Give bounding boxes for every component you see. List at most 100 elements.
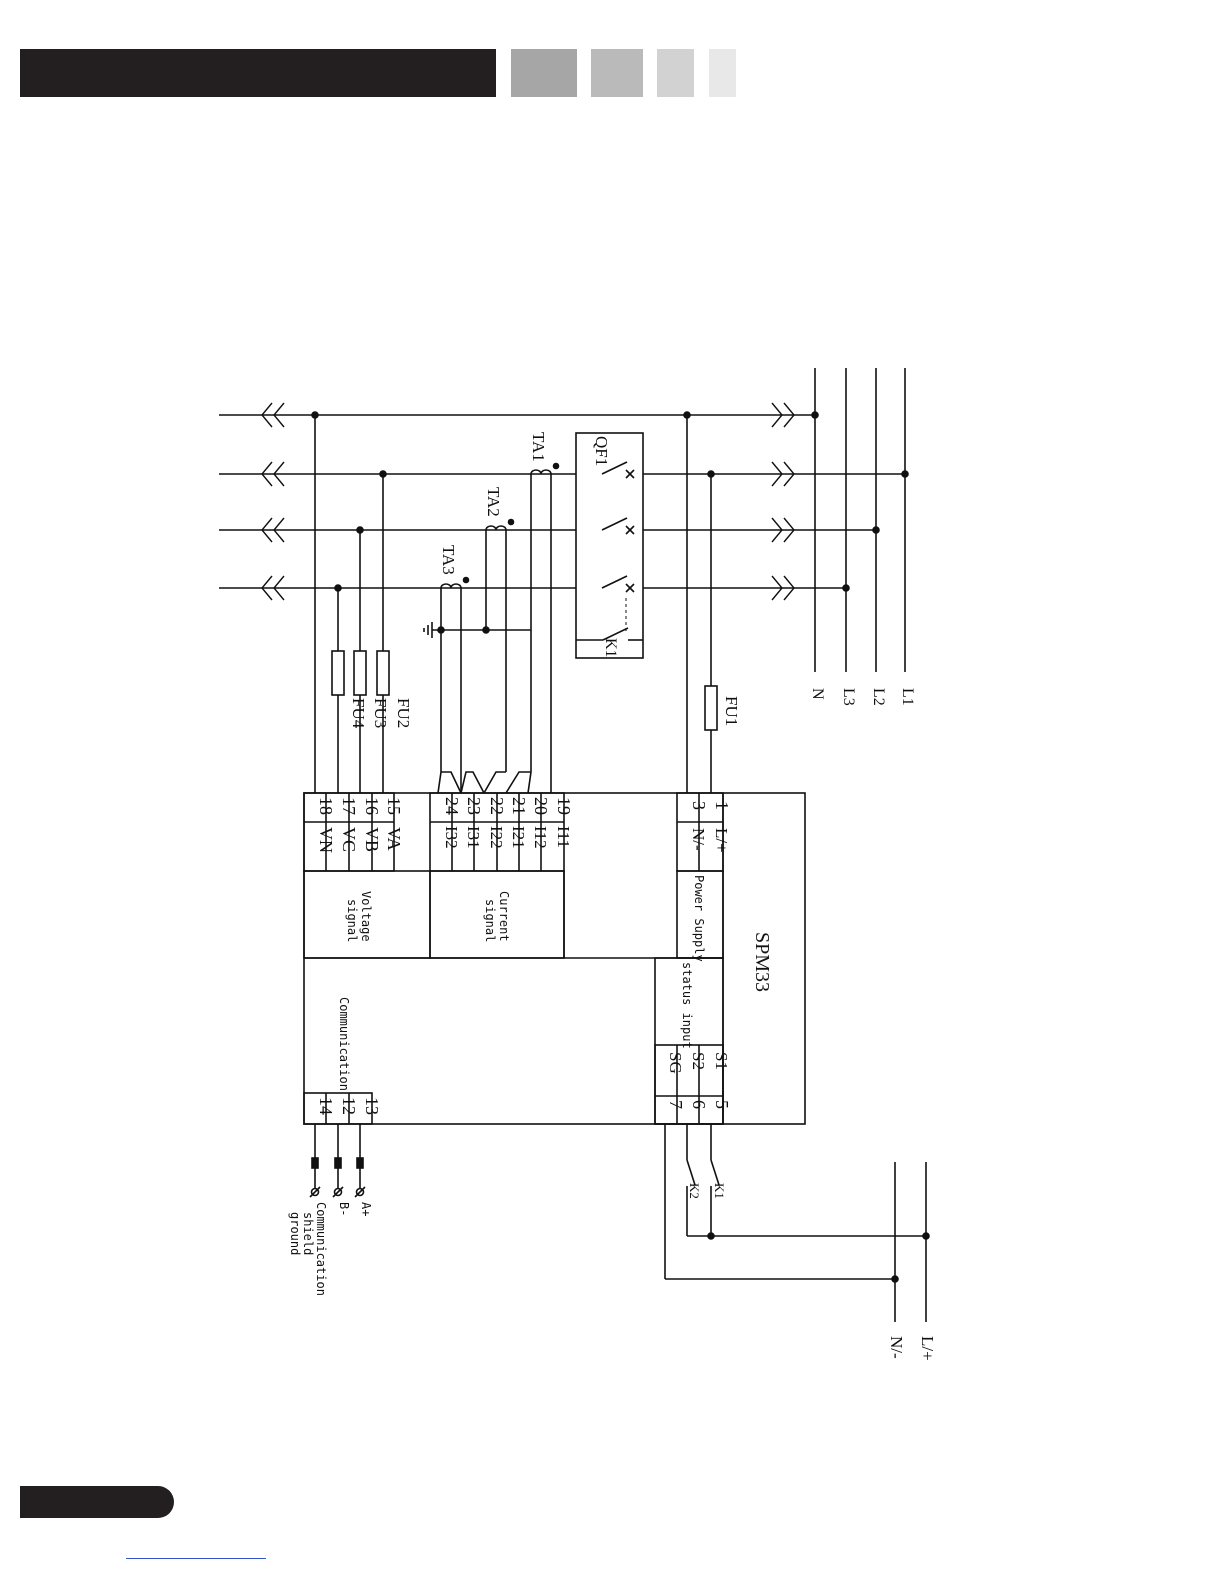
svg-text:N/-: N/- (887, 1336, 906, 1359)
terminal-3: 3 (689, 801, 709, 810)
section-comm-label: Communication (337, 997, 351, 1091)
svg-text:5: 5 (712, 1100, 732, 1109)
svg-text:N/-: N/- (689, 828, 708, 851)
terminal-va-name: VA (384, 827, 404, 851)
svg-text:QF1: QF1 (592, 436, 611, 466)
terminal-i12-name: I12 (531, 826, 550, 849)
section-voltage-text: Voltagesignal (345, 891, 373, 942)
svg-text:I32: I32 (442, 826, 461, 849)
section-current-text: Currentsignal (483, 891, 511, 942)
svg-text:SG: SG (666, 1052, 685, 1074)
svg-text:13: 13 (362, 1097, 382, 1115)
terminal-lplus-name: L/+ (712, 828, 731, 853)
fuse-fu3-label: FU3 (371, 698, 390, 728)
busbar-l1-label: L1 (899, 688, 916, 706)
svg-text:A+: A+ (359, 1202, 373, 1216)
terminal-6: 6 (689, 1100, 709, 1109)
terminal-14: 14 (316, 1097, 336, 1115)
svg-text:L1: L1 (899, 688, 916, 706)
svg-text:3: 3 (689, 801, 709, 810)
terminal-22: 22 (487, 797, 507, 815)
terminal-s2-name: S2 (689, 1052, 708, 1070)
terminal-1: 1 (712, 801, 732, 810)
svg-text:I22: I22 (487, 826, 506, 849)
svg-text:VA: VA (384, 827, 404, 851)
status-k1-label: K1 (712, 1183, 727, 1199)
breaker-qf1 (576, 433, 643, 658)
svg-text:12: 12 (339, 1097, 359, 1115)
ct-ta1-label: TA1 (529, 432, 548, 462)
svg-text:18: 18 (316, 797, 336, 815)
svg-text:23: 23 (464, 797, 484, 815)
svg-text:FU3: FU3 (371, 698, 390, 728)
svg-text:TA3: TA3 (439, 545, 458, 575)
svg-text:TA1: TA1 (529, 432, 548, 462)
terminal-24: 24 (442, 797, 462, 815)
ct-ta2-label: TA2 (484, 487, 503, 517)
section-voltage-label: Voltagesignal (345, 891, 373, 942)
section-power-label: Power Supply (692, 875, 706, 962)
status-wiring (665, 1124, 929, 1322)
svg-text:7: 7 (666, 1100, 686, 1109)
svg-text:21: 21 (509, 797, 529, 815)
svg-text:Communicationshieldground: Communicationshieldground (288, 1202, 328, 1296)
terminal-i32-name: I32 (442, 826, 461, 849)
dc-supply-minus-label: N/- (887, 1336, 906, 1359)
svg-text:N: N (809, 688, 826, 700)
svg-text:FU2: FU2 (394, 698, 413, 728)
svg-text:19: 19 (554, 797, 574, 815)
svg-text:FU4: FU4 (349, 698, 368, 729)
svg-text:22: 22 (487, 797, 507, 815)
ct-ta3-label: TA3 (439, 545, 458, 575)
breaker-qf1-label: QF1 (592, 436, 611, 466)
terminal-vb-name: VB (362, 827, 382, 852)
terminal-23: 23 (464, 797, 484, 815)
status-k2-label: K2 (687, 1183, 702, 1199)
svg-text:L/+: L/+ (712, 828, 731, 853)
svg-text:S2: S2 (689, 1052, 708, 1070)
svg-text:FU1: FU1 (722, 696, 741, 726)
svg-text:SPM33: SPM33 (751, 932, 773, 992)
svg-text:VC: VC (339, 827, 359, 852)
section-status-label: status input (680, 962, 694, 1049)
device-name: SPM33 (751, 932, 773, 992)
terminal-i11-name: I11 (554, 826, 573, 848)
fuse-fu2-label: FU2 (394, 698, 413, 728)
terminal-19: 19 (554, 797, 574, 815)
fuse-fu1-label: FU1 (722, 696, 741, 726)
busbars (812, 368, 908, 672)
terminal-i31-name: I31 (464, 826, 483, 849)
svg-text:TA2: TA2 (484, 487, 503, 517)
svg-text:I11: I11 (554, 826, 573, 848)
terminal-i21-name: I21 (509, 826, 528, 849)
svg-text:Communication: Communication (337, 997, 351, 1091)
busbar-n-label: N (809, 688, 826, 700)
terminal-5: 5 (712, 1100, 732, 1109)
svg-text:B-: B- (337, 1202, 351, 1216)
terminal-18: 18 (316, 797, 336, 815)
terminal-15: 15 (384, 797, 404, 815)
svg-text:K2: K2 (687, 1183, 702, 1199)
svg-text:16: 16 (362, 797, 382, 815)
svg-text:L2: L2 (870, 688, 887, 706)
terminal-20: 20 (531, 797, 551, 815)
busbar-l3-label: L3 (840, 688, 857, 706)
svg-text:VN: VN (316, 827, 336, 853)
terminal-12: 12 (339, 1097, 359, 1115)
svg-text:1: 1 (712, 801, 732, 810)
terminal-s1-name: S1 (712, 1052, 731, 1070)
comm-shield-label: Communicationshieldground (288, 1202, 328, 1296)
section-current-label: Currentsignal (483, 891, 511, 942)
terminal-21: 21 (509, 797, 529, 815)
terminal-17: 17 (339, 797, 359, 815)
breaker-k1-label: K1 (602, 638, 619, 658)
svg-text:L/+: L/+ (918, 1336, 937, 1361)
svg-text:status input: status input (680, 962, 694, 1049)
terminal-i22-name: I22 (487, 826, 506, 849)
comm-b-minus-label: B- (337, 1202, 351, 1216)
terminal-16: 16 (362, 797, 382, 815)
svg-text:K1: K1 (712, 1183, 727, 1199)
svg-text:20: 20 (531, 797, 551, 815)
svg-text:K1: K1 (602, 638, 619, 658)
